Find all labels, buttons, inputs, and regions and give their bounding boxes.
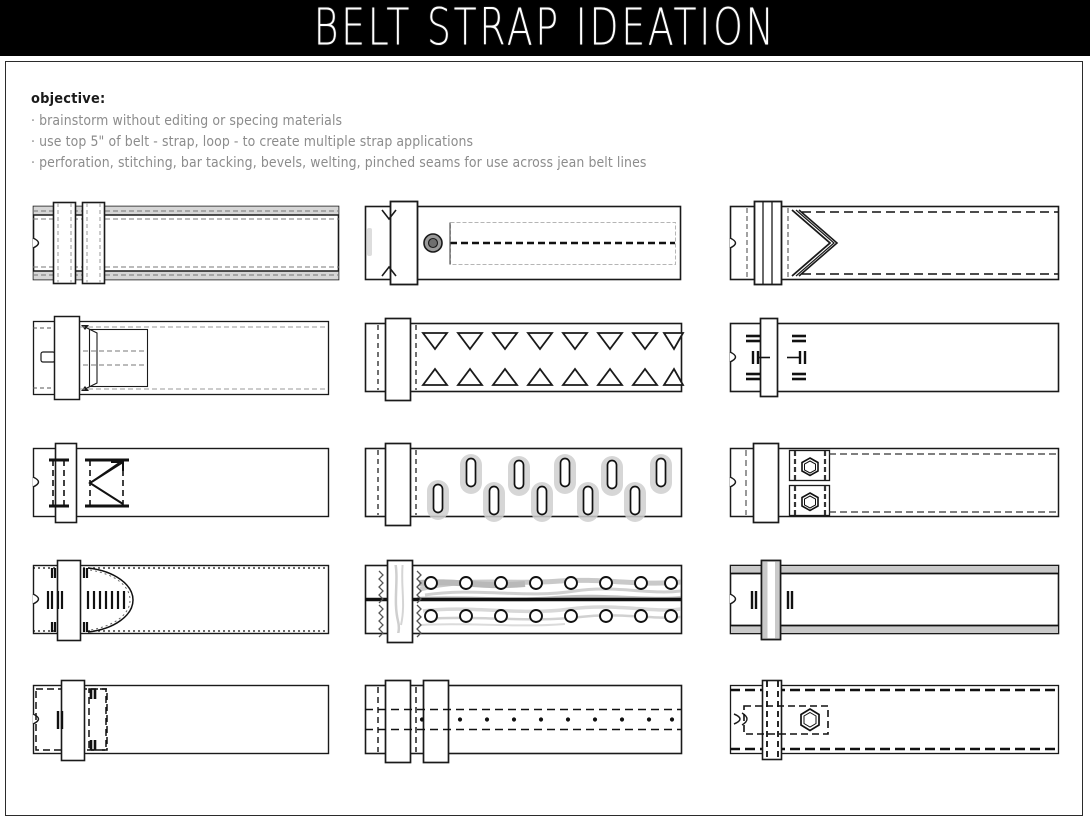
objective-bullet-2: · use top 5" of belt - strap, loop - to … [31, 133, 474, 150]
sketch-r1c3-chevron-point-topstitch-strap [729, 198, 1060, 288]
sketch-r3c2-staggered-oval-slot-strap [364, 438, 685, 528]
sketch-r5c2-double-keeper-dotted-stitch-strap [364, 675, 685, 765]
objective-bullet-3: · perforation, stitching, bar tacking, b… [31, 154, 647, 171]
sketch-r5c1-dashed-outline-keeper-strap [32, 675, 333, 765]
sketch-r2c2-triangle-perforation-strap [364, 313, 685, 403]
sketch-r4c1-pointed-tip-ribbed-strap [32, 555, 333, 645]
sketch-r2c3-bar-tack-cluster-strap [729, 313, 1060, 403]
sketch-r1c1-double-keeper-edge-stitch-strap [32, 198, 343, 288]
sketch-r1c2-grommet-welt-panel-strap [364, 198, 685, 288]
sketch-r4c2-distressed-eyelet-split-strap [364, 555, 685, 645]
page-header: BELT STRAP IDEATION [0, 0, 1090, 56]
sketch-r4c3-welted-edge-center-keeper-strap [729, 555, 1060, 645]
sketch-r2c1-pinched-seam-inset-panel-strap [32, 313, 333, 403]
sketch-r3c3-hex-rivet-double-loop-strap [729, 438, 1060, 528]
sketch-grid [0, 185, 1090, 795]
objective-heading: objective: [31, 91, 106, 108]
sketch-r5c3-hex-rivet-dashed-border-strap [729, 675, 1060, 765]
objective-bullet-1: · brainstorm without editing or specing … [31, 112, 343, 129]
sketch-r3c1-x-box-bar-tack-strap [32, 438, 333, 528]
objective-block: objective: · brainstorm without editing … [31, 91, 731, 175]
page-title: BELT STRAP IDEATION [313, 0, 777, 58]
